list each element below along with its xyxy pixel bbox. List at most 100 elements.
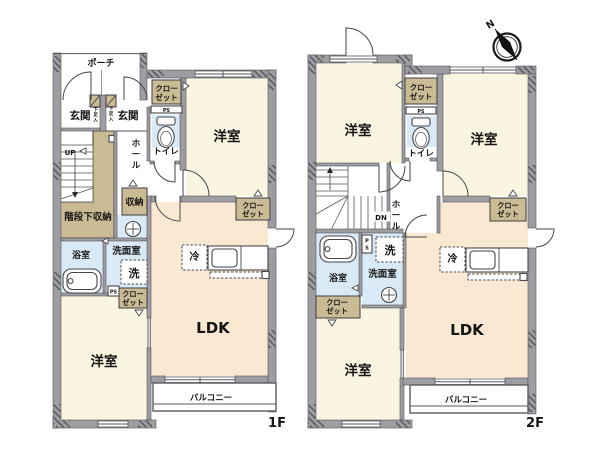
bedroom-top-door-1f [182,169,210,197]
closet-opening-marker [508,189,518,197]
room-bedroom-2f-bottom [316,308,400,420]
room-bedroom-2f-topleft [316,63,402,163]
hall-label: ホール [392,200,401,232]
fridge-label: 冷 [190,250,200,263]
bedroom-label: 洋室 [214,128,241,145]
stair-direction-arrow-2f [327,167,333,173]
stair-direction-arrow-1f [72,192,78,198]
closet-label: クロー [155,83,178,93]
entrance-label-left: 玄関 [70,109,91,122]
closet-2f-bottomleft [315,295,361,319]
ps-label: PS [418,109,426,115]
ldk-label: LDK [196,319,231,337]
closet-1f-mid [235,197,271,221]
closet-opening-marker [182,81,190,91]
bath-door-marker-1f [100,237,109,245]
hall-label: ホール [132,139,141,171]
bathtub-drain-1f [67,278,74,284]
closet-opening-marker [395,80,403,90]
closet-2f-top [404,77,438,105]
ldk-door-1f [154,195,181,222]
toilet-door-2f [389,160,411,182]
bedroom-label: 洋室 [345,362,372,379]
windows-1f [97,70,253,428]
closet-1f-top [151,79,182,105]
fixtures-1f [62,116,270,294]
closet-label: ゼット [497,210,519,219]
ps-box-washroom-2f [361,234,373,254]
wall-hatching-2f [308,55,536,428]
floor-label-2f: 2F [526,416,544,431]
ps-label: PS [163,108,171,114]
fixtures-2f [319,117,529,304]
closet-label: クロー [242,201,264,210]
bedroom-label: 洋室 [471,131,498,148]
closet-label: ゼット [122,298,144,307]
counter-return-2f [467,273,521,281]
balcony-2f [409,384,529,414]
washer-space-2f [375,236,404,263]
washer-label: 洗 [385,243,396,257]
washer-space-1f [120,259,148,285]
closet-label: クロー [122,290,144,299]
counter-return-1f [209,271,263,279]
porch-side-wall-1f [139,52,148,101]
windows-2f [329,55,517,428]
doors-2f [345,27,555,248]
bathtub-drain-2f [324,246,331,252]
outer-wall-left-1f [52,52,62,429]
room-bedroom-1f-bottom [61,296,147,420]
toilet-tank-2f [411,117,431,127]
doors-1f [62,71,295,248]
toilet-bowl-1f [157,125,175,149]
ldk-door-2f [404,214,428,238]
top-door-2f [345,27,374,56]
closet-label: クロー [410,82,433,92]
balcony-label: バルコニー [190,393,232,404]
toilet-bowl-2f [412,126,430,150]
fridge-label: 冷 [448,252,458,265]
entrance-label-right: 玄関 [118,109,139,122]
closet-label: ゼット [155,92,178,102]
closet-label: ゼット [326,307,348,316]
bedroom-topleft-door-2f [378,165,406,193]
toilet-door-1f [153,160,176,183]
closet-label: ゼット [242,210,264,219]
closet-opening-marker [253,189,263,197]
entrance-door-left-1f [62,71,92,101]
service-door-1f [275,228,295,248]
washer-label: 洗 [129,266,140,280]
closet-2f-right [489,197,527,222]
kitchen-sink-2f [469,250,496,270]
wall [99,94,107,132]
labels-1f: ポーチ 玄関 玄関 下足入 下足入 クロー ゼット PS トイレ 洋室 ホール … [64,57,286,431]
toilet-label: トイレ [408,149,434,159]
closet-opening-marker [134,309,144,317]
service-door-2f [535,228,555,248]
washroom-label: 洗面室 [112,245,141,257]
bedroom-label: 洋室 [345,122,372,139]
bath-label: 浴室 [72,249,90,261]
washroom-label: 洗面室 [368,268,397,280]
closet-label: ゼット [410,91,433,101]
bath-label: 浴室 [329,272,347,284]
closet-opening-marker [128,179,138,187]
ldk-label: LDK [450,321,485,339]
ps-label: PS [110,289,118,295]
under-stair-storage-label: 階段下収納 [64,211,112,223]
up-direction-marker-1f [78,147,87,155]
closet-opening-marker [327,319,337,327]
entrance-door-right-1f [123,76,148,101]
floor-2f: 洋室 クロー ゼット PS トイレ 洋室 DN ホール 浴室 PS 洗 洗面室 … [307,27,555,431]
ps-box-toilet-2f [405,106,437,115]
bedroom-label: 洋室 [91,353,118,370]
kitchen-sink-1f [211,248,238,268]
outer-wall-right-2f [527,73,537,229]
dn-label-chip [372,211,390,222]
stairs-1f [57,144,94,203]
down-label: DN [375,214,387,222]
